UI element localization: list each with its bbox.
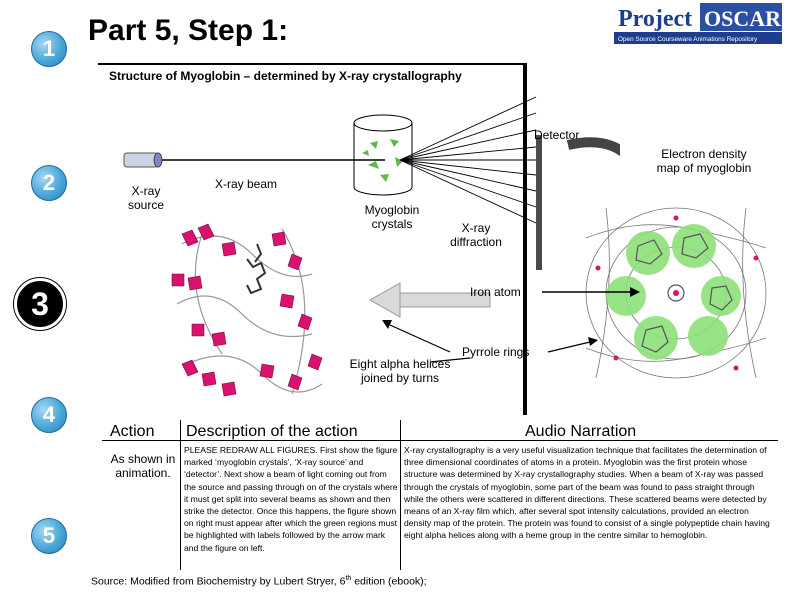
diagram-border-right-top bbox=[524, 63, 527, 415]
header-action: Action bbox=[110, 423, 155, 440]
table-divider-2 bbox=[400, 420, 401, 570]
logo-word-project: Project bbox=[618, 6, 692, 32]
density-green-regions bbox=[606, 224, 741, 360]
xray-source-tube bbox=[123, 152, 163, 168]
table-divider-1 bbox=[180, 420, 181, 570]
source-citation: Source: Modified from Biochemistry by Lu… bbox=[91, 575, 427, 588]
myoglobin-crystals-container bbox=[353, 114, 413, 196]
detector-plate bbox=[536, 135, 542, 270]
diffraction-rays bbox=[399, 96, 537, 224]
page-title: Part 5, Step 1: bbox=[88, 14, 289, 47]
logo-tagline: Open Source Courseware Animations Reposi… bbox=[618, 36, 758, 43]
source-sup: th bbox=[345, 575, 352, 582]
audio-narration-cell: X-ray crystallography is a very useful v… bbox=[404, 445, 770, 541]
left-arrow bbox=[368, 282, 491, 318]
step-5-badge[interactable]: 5 bbox=[31, 518, 67, 554]
project-oscar-logo: Project OSCAR Open Source Courseware Ani… bbox=[612, 0, 784, 48]
label-pyrrole-rings: Pyrrole rings bbox=[462, 345, 530, 359]
label-detector: Detector bbox=[534, 128, 580, 142]
diagram-top-border bbox=[98, 63, 524, 65]
label-alpha-helices: Eight alpha helices joined by turns bbox=[349, 357, 451, 385]
diagram-subtitle: Structure of Myoglobin – determined by X… bbox=[109, 69, 462, 83]
source-suffix: edition (ebook); bbox=[351, 575, 427, 588]
source-prefix: Source: Modified from Biochemistry by Lu… bbox=[91, 575, 346, 588]
description-cell: PLEASE REDRAW ALL FIGURES. First show th… bbox=[184, 445, 398, 553]
logo-graphic: Project OSCAR Open Source Courseware Ani… bbox=[612, 0, 784, 48]
header-description: Description of the action bbox=[186, 423, 358, 440]
action-cell: As shown in animation. bbox=[110, 452, 176, 480]
xray-apparatus-figure bbox=[123, 96, 620, 318]
header-audio-narration: Audio Narration bbox=[525, 423, 637, 440]
step-2-badge[interactable]: 2 bbox=[31, 165, 67, 201]
logo-word-oscar: OSCAR bbox=[704, 6, 782, 31]
label-xray-source: X-ray source bbox=[127, 184, 165, 212]
step-1-badge[interactable]: 1 bbox=[31, 31, 67, 67]
curved-arrow bbox=[566, 137, 620, 157]
step-3-badge[interactable]: 3 bbox=[14, 278, 66, 330]
label-pointer-arrows bbox=[382, 287, 640, 363]
label-electron-density: Electron density map of myoglobin bbox=[656, 147, 752, 175]
label-myoglobin-crystals: Myoglobin crystals bbox=[364, 203, 420, 231]
table-top-rule bbox=[102, 440, 778, 441]
electron-density-map-figure bbox=[585, 207, 767, 379]
label-xray-beam: X-ray beam bbox=[215, 177, 278, 191]
myoglobin-ribbon-figure bbox=[171, 223, 323, 397]
density-map-atoms bbox=[595, 215, 759, 371]
label-xray-diffraction: X-ray diffraction bbox=[450, 221, 502, 249]
label-iron-atom: Iron atom bbox=[470, 285, 521, 299]
step-4-badge[interactable]: 4 bbox=[31, 397, 67, 433]
